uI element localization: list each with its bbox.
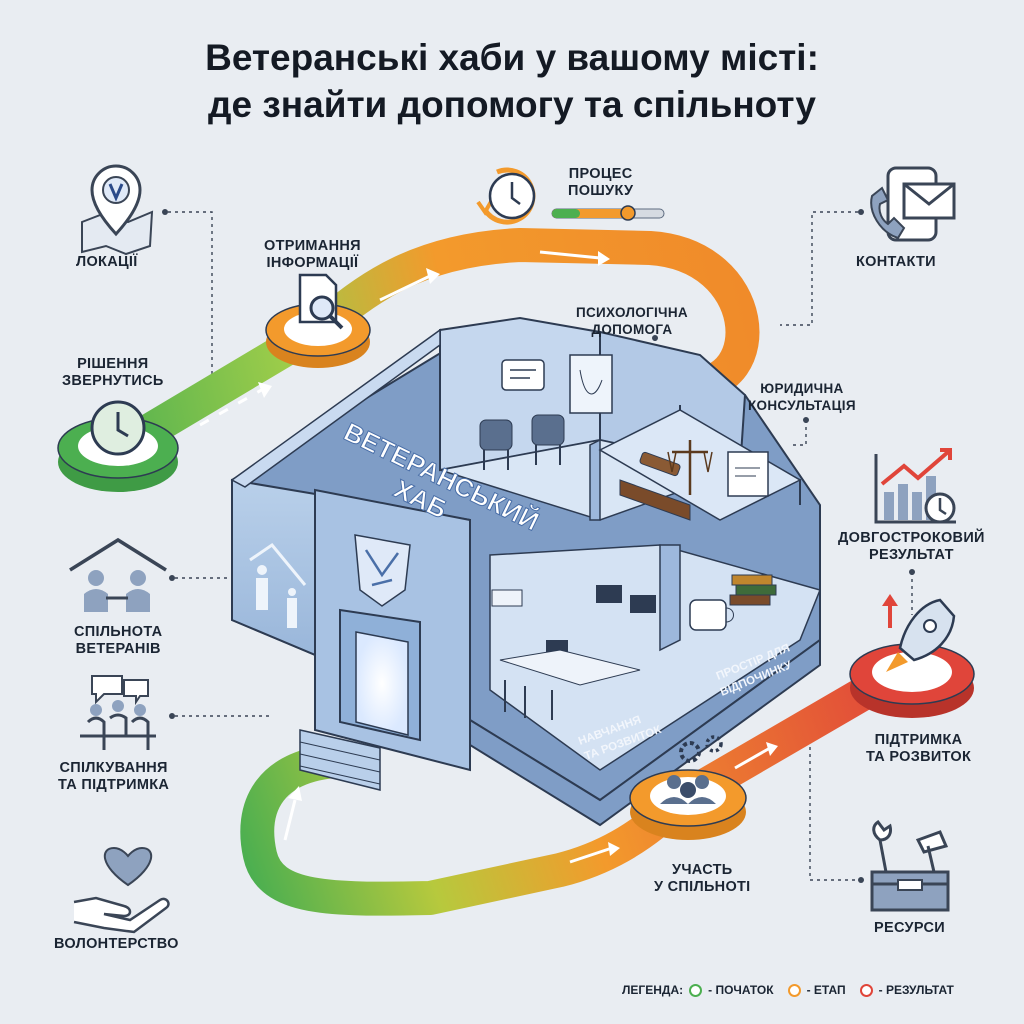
map-pin-icon (81, 164, 154, 256)
heart-hand-icon (73, 846, 170, 934)
legend-title: ЛЕГЕНДА: (622, 983, 684, 997)
label-info-line-1: ОТРИМАННЯ (264, 238, 361, 254)
label-search: ПРОЦЕС ПОШУКУ (568, 166, 633, 200)
step-search (476, 167, 665, 225)
label-support-line-1: ПІДТРИМКА (874, 732, 963, 748)
legend-start-dot (689, 983, 703, 997)
title-line-2: де знайти допомогу та спільноту (208, 84, 816, 125)
label-resources: РЕСУРСИ (874, 920, 945, 936)
growth-chart-icon (874, 448, 956, 524)
label-communication-line-2: ТА ПІДТРИМКА (58, 777, 170, 793)
step-support (849, 594, 975, 718)
label-participation-line-2: У СПІЛЬНОТІ (654, 879, 751, 895)
legend-result-label: - РЕЗУЛЬТАТ (878, 983, 954, 997)
step-decision (57, 400, 179, 492)
label-legal: ЮРИДИЧНА КОНСУЛЬТАЦІЯ (748, 380, 856, 414)
chat-group-icon (80, 675, 156, 750)
label-participation-line-1: УЧАСТЬ (672, 862, 733, 878)
label-legal-line-1: ЮРИДИЧНА (760, 381, 844, 396)
label-decision-line-2: ЗВЕРНУТИСЬ (62, 373, 164, 389)
label-decision-line-1: РІШЕННЯ (77, 356, 149, 372)
hub-building (230, 316, 822, 827)
label-community-line-1: СПІЛЬНОТА (74, 624, 163, 640)
toolbox-icon (870, 819, 950, 912)
label-locations: ЛОКАЦІЇ (76, 254, 138, 270)
group-gears-icon (660, 735, 723, 804)
label-longterm-line-1: ДОВГОСТРОКОВИЙ (838, 530, 985, 546)
label-psych: ПСИХОЛОГІЧНА ДОПОМОГА (576, 304, 688, 338)
legend-stage-label: - ЕТАП (806, 983, 846, 997)
label-communication: СПІЛКУВАННЯ ТА ПІДТРИМКА (58, 760, 169, 794)
label-search-line-2: ПОШУКУ (568, 183, 634, 199)
label-decision: РІШЕННЯ ЗВЕРНУТИСЬ (62, 356, 164, 390)
label-participation: УЧАСТЬ У СПІЛЬНОТІ (654, 862, 751, 896)
label-longterm: ДОВГОСТРОКОВИЙ РЕЗУЛЬТАТ (838, 530, 985, 564)
legend: ЛЕГЕНДА: - ПОЧАТОК - ЕТАП - РЕЗУЛЬТАТ (622, 983, 954, 997)
label-community: СПІЛЬНОТА ВЕТЕРАНІВ (74, 624, 162, 658)
legend-stage-dot (787, 983, 801, 997)
legend-result-dot (859, 983, 873, 997)
step-info (265, 273, 371, 368)
path-road-bottom (240, 661, 907, 916)
label-contacts: КОНТАКТИ (856, 254, 936, 270)
people-house-icon (69, 537, 167, 612)
phone-mail-icon (870, 166, 956, 242)
page-title: Ветеранські хаби у вашому місті: де знай… (0, 34, 1024, 128)
label-info-line-2: ІНФОРМАЦІЇ (266, 255, 359, 271)
label-support-line-2: ТА РОЗВИТОК (866, 749, 972, 765)
step-participation (629, 735, 747, 840)
label-volunteering: ВОЛОНТЕРСТВО (54, 936, 179, 952)
document-search-icon (298, 273, 344, 330)
label-longterm-line-2: РЕЗУЛЬТАТ (869, 547, 954, 563)
label-info: ОТРИМАННЯ ІНФОРМАЦІЇ (264, 238, 361, 272)
label-psych-line-1: ПСИХОЛОГІЧНА (576, 305, 688, 320)
label-search-line-1: ПРОЦЕС (568, 166, 633, 182)
title-line-1: Ветеранські хаби у вашому місті: (205, 37, 819, 78)
timer-icon (476, 167, 536, 225)
label-communication-line-1: СПІЛКУВАННЯ (59, 760, 168, 776)
legend-start-label: - ПОЧАТОК (708, 983, 774, 997)
label-psych-line-2: ДОПОМОГА (591, 322, 673, 337)
label-community-line-2: ВЕТЕРАНІВ (75, 641, 161, 657)
clock-icon (90, 400, 146, 456)
label-legal-line-2: КОНСУЛЬТАЦІЯ (748, 398, 856, 413)
rocket-icon (886, 598, 956, 672)
path-road-top (103, 228, 760, 465)
label-support: ПІДТРИМКА ТА РОЗВИТОК (866, 732, 971, 766)
